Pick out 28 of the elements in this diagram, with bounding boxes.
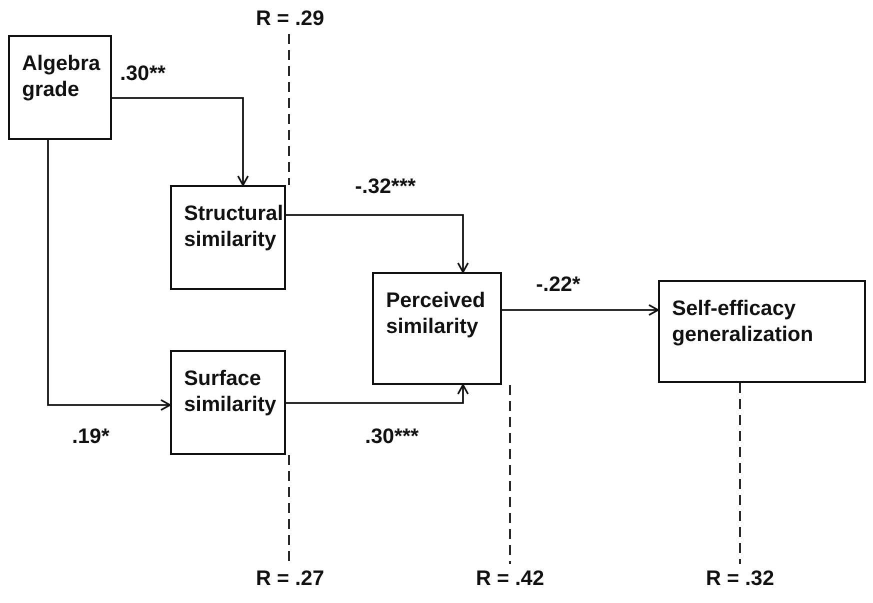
path-coefficient: .30*** bbox=[365, 425, 419, 449]
node-label: Self-efficacy generalization bbox=[672, 296, 814, 348]
dashed-line bbox=[739, 383, 741, 564]
node-label: Surface similarity bbox=[184, 366, 276, 418]
process-box bbox=[170, 185, 286, 290]
r-squared-value: R = .27 bbox=[256, 566, 324, 592]
node-label: Perceived similarity bbox=[386, 288, 486, 340]
dashed-line bbox=[509, 385, 511, 564]
dashed-line bbox=[288, 455, 290, 564]
arrow bbox=[286, 384, 469, 404]
r-squared-value: R = .29 bbox=[256, 6, 324, 32]
arrow bbox=[286, 214, 469, 273]
process-box bbox=[170, 350, 286, 455]
node-label: Structural similarity bbox=[184, 201, 284, 254]
process-box bbox=[372, 272, 502, 385]
process-box bbox=[658, 280, 866, 383]
r-squared-value: R = .32 bbox=[706, 566, 774, 592]
node-label: Algebra grade bbox=[22, 51, 100, 104]
path-coefficient: -.32*** bbox=[355, 175, 416, 199]
r-squared-value: R = .42 bbox=[476, 566, 544, 592]
path-coefficient: .30** bbox=[120, 62, 166, 86]
arrow bbox=[502, 304, 659, 316]
arrow bbox=[112, 97, 249, 186]
path-coefficient: -.22* bbox=[536, 273, 580, 297]
arrow bbox=[47, 140, 171, 411]
dashed-line bbox=[288, 34, 290, 185]
path-coefficient: .19* bbox=[72, 425, 110, 449]
process-box bbox=[8, 35, 112, 140]
